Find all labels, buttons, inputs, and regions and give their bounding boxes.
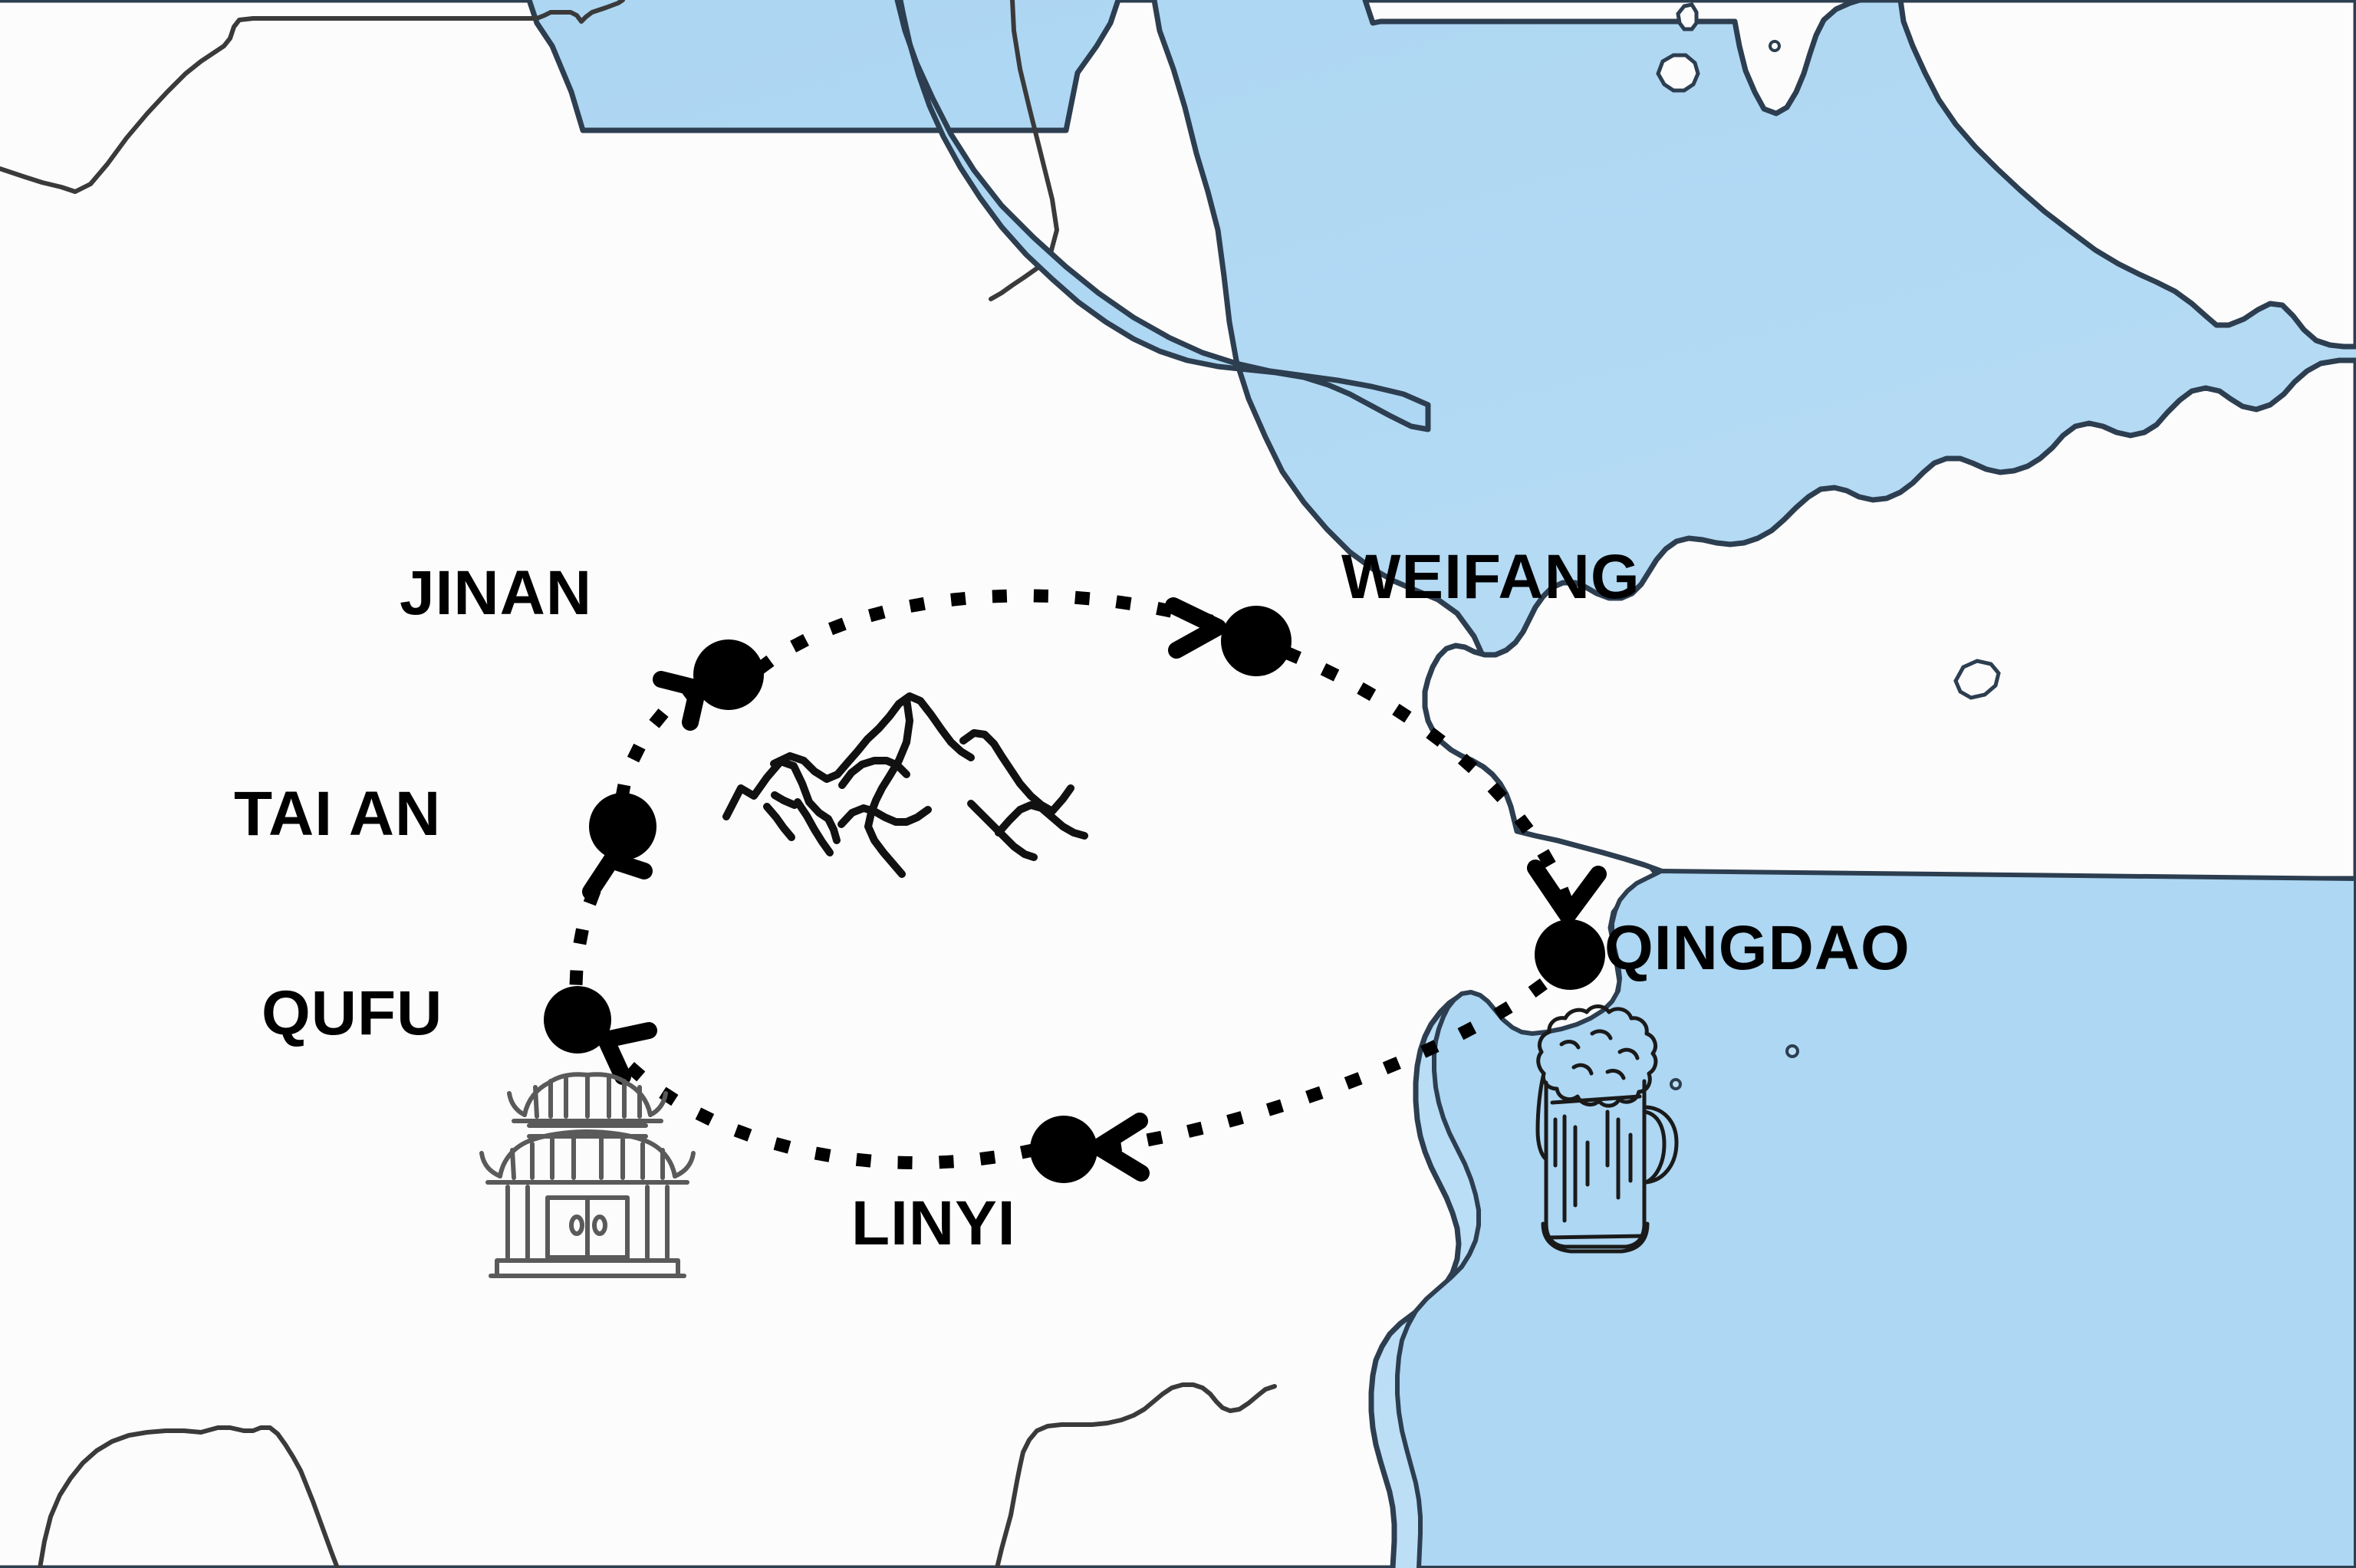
city-dot-taian[interactable] bbox=[589, 793, 656, 860]
province-boundary-south bbox=[38, 1425, 340, 1568]
province-boundary-southeast bbox=[995, 1382, 1277, 1568]
route-arrow-qingdao bbox=[1527, 860, 1607, 924]
island-small-bay bbox=[1953, 659, 2001, 700]
route-linyi-to-qufu bbox=[598, 1034, 1038, 1169]
city-label-linyi: LINYI bbox=[851, 1188, 1016, 1258]
city-label-jinan: JINAN bbox=[400, 558, 593, 628]
jiaozhou-bay-coast bbox=[1395, 869, 2356, 1568]
province-boundary-northwest bbox=[0, 0, 625, 194]
city-label-qingdao: QINGDAO bbox=[1604, 913, 1910, 983]
city-label-qufu: QUFU bbox=[262, 978, 443, 1048]
city-dot-linyi[interactable] bbox=[1030, 1116, 1097, 1183]
route-arrow-linyi bbox=[1090, 1113, 1150, 1182]
city-dot-jinan[interactable] bbox=[693, 639, 764, 710]
route-arrow-qufu bbox=[597, 1022, 657, 1085]
route-arrow-taian bbox=[582, 852, 653, 900]
city-label-taian: TAI AN bbox=[234, 779, 442, 849]
island-dot-jiaozhou bbox=[1785, 1044, 1799, 1058]
island-bohai-strait-upper bbox=[1676, 2, 1699, 31]
route-arrow-weifang bbox=[1165, 597, 1226, 659]
city-dot-qufu[interactable] bbox=[544, 986, 611, 1054]
province-boundary-west-vertical bbox=[989, 0, 1059, 301]
city-dot-qingdao[interactable] bbox=[1535, 919, 1605, 990]
beer-mug-icon bbox=[1535, 1004, 1679, 1254]
island-dot-bohai bbox=[1769, 40, 1781, 52]
route-qufu-to-taian bbox=[569, 859, 615, 1027]
island-dot-qingdao-bay bbox=[1670, 1078, 1682, 1090]
route-weifang-to-qingdao bbox=[1282, 646, 1575, 909]
city-dot-weifang[interactable] bbox=[1221, 606, 1292, 676]
city-label-weifang: WEIFANG bbox=[1341, 542, 1640, 612]
bohai-bay-water bbox=[894, 0, 1431, 432]
pagoda-icon bbox=[479, 1072, 696, 1278]
island-bohai-strait-lower bbox=[1656, 53, 1700, 93]
mountain-icon bbox=[722, 692, 1088, 878]
landmass-north bbox=[1362, 0, 2356, 350]
